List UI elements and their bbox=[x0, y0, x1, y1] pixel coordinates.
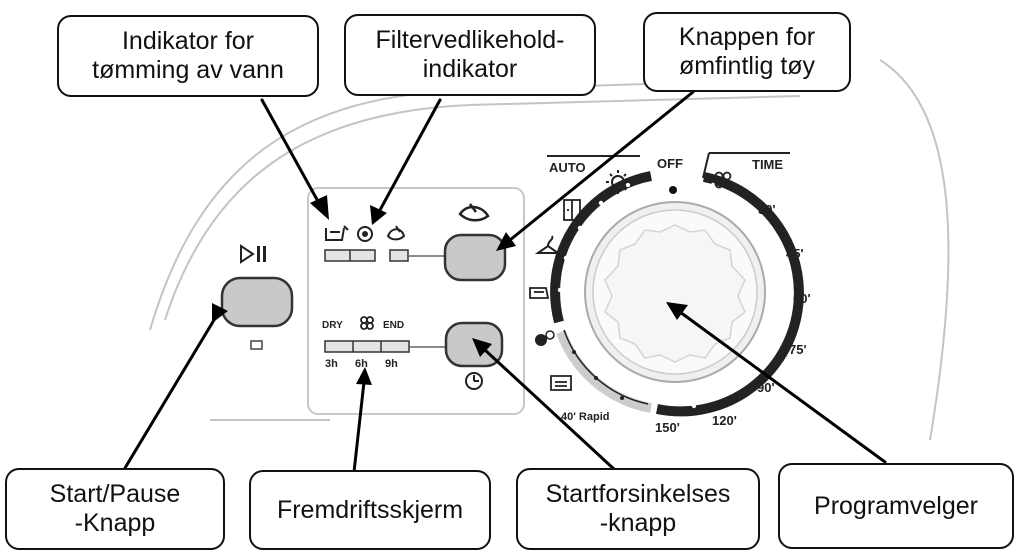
wool-icon bbox=[535, 330, 555, 346]
program-selector-dial[interactable] bbox=[584, 201, 766, 383]
callout-delay-button-text: Startforsinkelses -knapp bbox=[545, 480, 731, 537]
fan-icon bbox=[360, 316, 374, 330]
progress-label-3h: 3h bbox=[325, 358, 338, 370]
fan-icon bbox=[714, 171, 732, 189]
delicate-icon bbox=[386, 225, 406, 241]
arrowheads bbox=[212, 195, 688, 385]
delicate-fabric-button[interactable] bbox=[443, 233, 507, 282]
sun-icon bbox=[606, 170, 630, 194]
callout-filter-indicator: Filtervedlikehold- indikator bbox=[344, 14, 596, 96]
start-pause-button[interactable] bbox=[220, 276, 294, 328]
callout-program-selector: Programvelger bbox=[778, 463, 1014, 549]
rapid-label: 40' Rapid bbox=[561, 411, 609, 423]
water-drain-icon bbox=[325, 225, 349, 241]
auto-label: AUTO bbox=[549, 160, 586, 175]
progress-label-dry: DRY bbox=[322, 320, 343, 331]
auto-program-arc bbox=[550, 171, 652, 324]
off-label: OFF bbox=[657, 156, 683, 171]
callout-delicate-button: Knappen for ømfintlig tøy bbox=[643, 12, 851, 92]
indicator-panel-frame bbox=[307, 187, 525, 415]
callout-arrows bbox=[123, 90, 887, 474]
callout-progress-display: Fremdriftsskjerm bbox=[249, 470, 491, 550]
rapid-program-arc bbox=[556, 330, 652, 413]
filter-icon bbox=[357, 226, 373, 242]
progress-label-9h: 9h bbox=[385, 358, 398, 370]
time-mark-90: 90' bbox=[757, 380, 775, 395]
time-mark-120: 120' bbox=[712, 413, 737, 428]
blanket-icon bbox=[550, 375, 572, 391]
off-position-dot bbox=[669, 186, 677, 194]
cupboard-icon bbox=[563, 199, 581, 221]
callout-progress-display-text: Fremdriftsskjerm bbox=[276, 495, 464, 524]
callout-start-pause-text: Start/Pause -Knapp bbox=[49, 480, 181, 537]
callout-delay-button: Startforsinkelses -knapp bbox=[516, 468, 760, 550]
callout-program-selector-text: Programvelger bbox=[814, 491, 978, 520]
start-pause-led bbox=[250, 340, 263, 350]
dial-header-lines bbox=[547, 152, 790, 179]
progress-label-end: END bbox=[383, 320, 404, 331]
time-program-arc bbox=[656, 172, 804, 417]
time-mark-75: 75' bbox=[789, 342, 807, 357]
progress-led-row bbox=[324, 340, 410, 353]
rapid-arc-dots bbox=[572, 350, 624, 400]
callout-drain-indicator: Indikator for tømming av vann bbox=[57, 15, 319, 97]
time-mark-30: 30' bbox=[758, 202, 776, 217]
play-pause-icon bbox=[240, 244, 266, 264]
iron-icon bbox=[529, 287, 550, 299]
progress-label-6h: 6h bbox=[355, 358, 368, 370]
time-label: TIME bbox=[752, 157, 783, 172]
time-mark-60: 60' bbox=[793, 291, 811, 306]
callout-start-pause: Start/Pause -Knapp bbox=[5, 468, 225, 550]
delicate-button-icon bbox=[458, 203, 490, 222]
time-mark-45: 45' bbox=[786, 246, 804, 261]
callout-delicate-button-text: Knappen for ømfintlig tøy bbox=[678, 23, 816, 80]
dial-position-dots bbox=[557, 182, 787, 409]
callout-filter-indicator-text: Filtervedlikehold- indikator bbox=[375, 26, 565, 83]
indicator-led-row bbox=[324, 249, 409, 262]
clock-icon bbox=[465, 372, 483, 390]
callout-drain-indicator-text: Indikator for tømming av vann bbox=[92, 27, 284, 84]
hanger-icon bbox=[534, 235, 562, 254]
time-mark-150: 150' bbox=[655, 420, 680, 435]
delay-start-button[interactable] bbox=[444, 321, 504, 368]
